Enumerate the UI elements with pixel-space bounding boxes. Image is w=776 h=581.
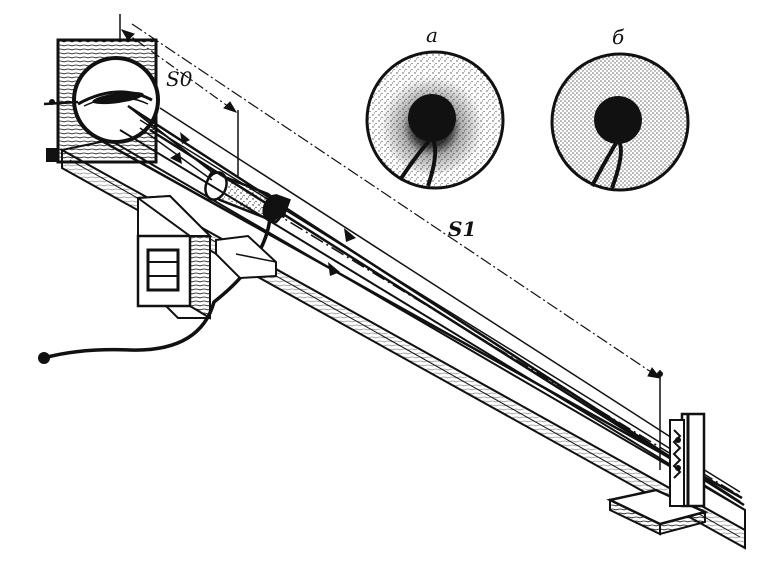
dimension-s0: [119, 14, 239, 176]
figure-b: [550, 52, 690, 192]
label-fig-b: б: [612, 25, 625, 49]
arrowhead-icon: [170, 132, 356, 276]
lamp-stand: [215, 234, 277, 280]
light-rays: [99, 104, 746, 511]
slit-holder: [606, 412, 709, 536]
transformer: [135, 194, 213, 320]
mirror-frame: [43, 38, 160, 164]
plug-icon: [38, 352, 50, 364]
spot-a: [408, 94, 456, 142]
figure-a: [365, 50, 505, 190]
label-s1: S1: [448, 217, 476, 241]
label-fig-a: а: [426, 23, 438, 47]
spot-b: [594, 96, 642, 144]
dimension-s1: [131, 23, 663, 470]
label-s0: S0: [166, 67, 193, 91]
